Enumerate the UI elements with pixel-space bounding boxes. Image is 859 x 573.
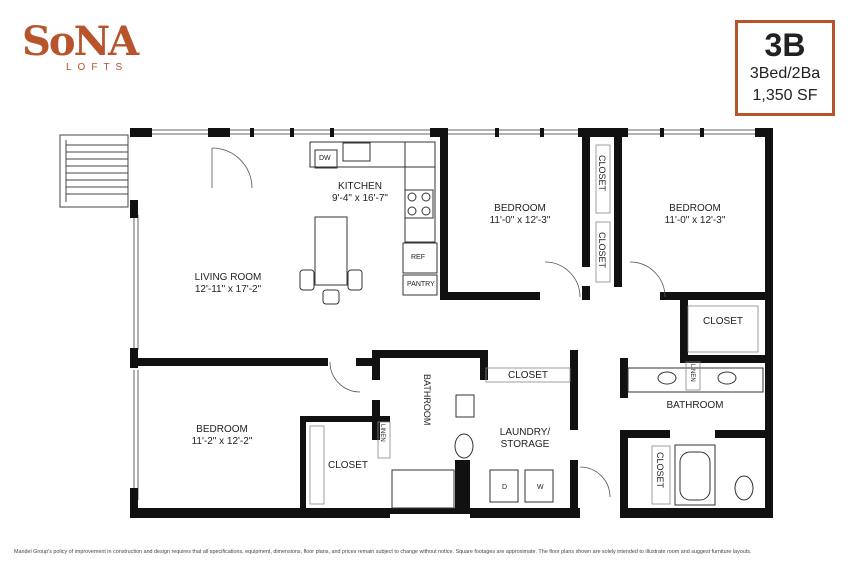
bedroom-right-dims: 11'-0" x 12'-3" [664,215,726,226]
balcony [59,134,129,208]
kitchen-dims: 9'-4" x 16'-7" [332,193,388,204]
bathroom-right-name: BATHROOM [666,400,724,411]
walls-exterior [130,128,773,518]
laundry-room: LAUNDRY/ STORAGE [490,427,560,451]
unit-type: 3Bed/2Ba [749,65,821,82]
disclaimer-text: Mandel Group's policy of improvement in … [14,549,752,555]
pantry-label: PANTRY [407,281,435,288]
washer-label: W [537,484,544,491]
brand-logo: SoNA LOFTS [22,20,172,76]
linen-bath-label: LINEN [379,424,385,442]
bedroom-right-name: BEDROOM [669,203,721,214]
kitchen-room: KITCHEN 9'-4" x 16'-7" [320,181,400,205]
closet-shelves [309,144,759,505]
bedroom-left-room: BEDROOM 11'-2" x 12'-2" [172,424,272,448]
living-name: LIVING ROOM [194,272,262,283]
brand-wordmark: SoNA [22,18,139,65]
kitchen-cabinets [299,141,438,305]
closet-lower-label: CLOSET [597,232,607,269]
kitchen-name: KITCHEN [338,181,382,192]
bath-fixtures [391,367,764,509]
unit-code: 3B [764,27,806,63]
laundry-line1: LAUNDRY/ [499,427,551,438]
dryer-label: D [502,484,508,491]
refrigerator-label: REF [411,254,425,261]
bedroom-left-name: BEDROOM [196,424,248,435]
closet-right-label: CLOSET [702,316,743,327]
closet-upper-label: CLOSET [597,155,607,192]
unit-area: 1,350 SF [752,87,818,104]
closet-bath-label: CLOSET [655,452,665,489]
bedroom-center-dims: 11'-0" x 12'-3" [489,215,551,226]
bedroom-center-room: BEDROOM 11'-0" x 12'-3" [470,203,570,227]
living-dims: 12'-11" x 17'-2" [194,284,262,295]
bathroom-center-label: BATHROOM [422,374,432,426]
living-room: LIVING ROOM 12'-11" x 17'-2" [178,272,278,296]
brand-subtitle: LOFTS [66,62,129,73]
unit-badge: 3B 3Bed/2Ba 1,350 SF [735,20,835,116]
bathroom-right-room: BATHROOM [655,400,735,412]
bedroom-right-room: BEDROOM 11'-0" x 12'-3" [645,203,745,227]
laundry-line2: STORAGE [500,439,550,450]
dishwasher-label: DW [319,155,331,162]
linen-master-label: LINEN [689,364,695,382]
closet-left-label: CLOSET [327,460,368,471]
bedroom-left-dims: 11'-2" x 12'-2" [191,436,253,447]
walls-interior [138,137,765,511]
doors [211,147,666,498]
bedroom-center-name: BEDROOM [494,203,546,214]
closet-laundry-label: CLOSET [507,370,548,381]
